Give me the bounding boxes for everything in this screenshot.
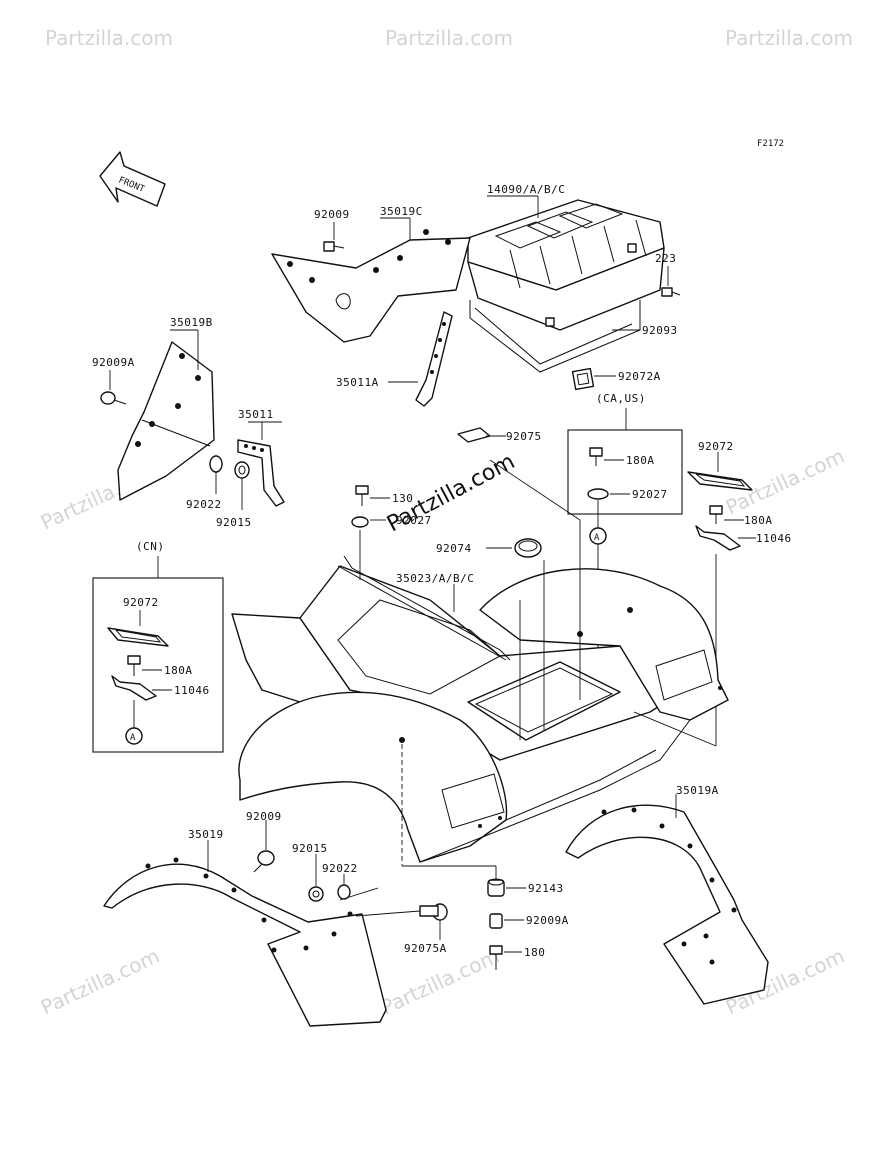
part-label-92022-bottom: 92022 [322, 862, 358, 875]
bolt-130 [355, 485, 369, 506]
part-label-92027-mid: 92027 [396, 514, 432, 527]
rear-fender [231, 555, 729, 863]
part-label-35023: 35023/A/B/C [396, 572, 474, 585]
front-arrow: FRONT [99, 151, 166, 207]
part-label-14090: 14090/A/B/C [487, 183, 565, 196]
bolt-92009A-left [100, 391, 127, 405]
part-label-35011: 35011 [238, 408, 274, 421]
part-label-180A-caus: 180A [626, 454, 655, 467]
bolt-92009A-bottom [355, 903, 448, 921]
part-label-92074: 92074 [436, 542, 472, 555]
part-label-223: 223 [655, 252, 676, 265]
washer-92022-left [209, 455, 223, 473]
part-label-92072-right: 92072 [698, 440, 734, 453]
part-label-11046-cn: 11046 [174, 684, 210, 697]
collar-92143 [489, 913, 503, 929]
clip-11046-cn [111, 675, 157, 701]
cap-92074 [514, 538, 542, 558]
pad-92075 [457, 427, 491, 443]
watermark: Partzilla.com [725, 26, 853, 50]
part-label-92143: 92009A [526, 914, 569, 927]
part-label-11046-right: 11046 [756, 532, 792, 545]
part-label-92009A-bottom: 92075A [404, 942, 447, 955]
bolt-92009-bottom [253, 850, 275, 873]
bracket-35019B [117, 341, 215, 501]
rear-box [467, 199, 665, 373]
part-label-92009A-left: 92009A [92, 356, 135, 369]
pad-92072-right [687, 471, 753, 491]
cn-variant-box [92, 577, 224, 753]
bolt-92009-top [323, 241, 345, 252]
pad-92072-cn [107, 627, 169, 647]
part-label-35019: 35019 [188, 828, 224, 841]
ca-us-variant-box [567, 429, 683, 515]
ref-marker-a-caus-label: A [594, 533, 600, 543]
part-label-92075: 92075 [506, 430, 542, 443]
part-label-35019B: 35019B [170, 316, 213, 329]
watermark: Partzilla.com [37, 944, 163, 1020]
part-label-92072-cn: 92072 [123, 596, 159, 609]
part-label-92009-top: 92009 [314, 208, 350, 221]
part-label-35019C: 35019C [380, 205, 423, 218]
bolt-180A-cn [127, 655, 141, 676]
region-label-cn: (CN) [136, 540, 165, 553]
part-label-92009-bottom: 92009 [246, 810, 282, 823]
bolt-180 [489, 945, 503, 970]
ref-marker-a-cn [125, 727, 143, 745]
region-label-ca-us: (CA,US) [596, 392, 646, 405]
part-label-35019A: 35019A [676, 784, 719, 797]
bolt-180A-caus [589, 447, 603, 466]
nut-92015-left [234, 461, 250, 479]
watermark: Partzilla.com [377, 944, 503, 1020]
ref-marker-a-cn-label: A [130, 733, 136, 743]
part-label-92075A: 92143 [528, 882, 564, 895]
strap-35011A [415, 311, 453, 407]
nut-92015-bottom [308, 886, 324, 902]
pad-92072A [571, 367, 595, 391]
part-label-92093: 92093 [642, 324, 678, 337]
part-label-92015-left: 92015 [216, 516, 252, 529]
part-label-180A-cn: 180A [164, 664, 193, 677]
washer-92022-bottom [337, 884, 351, 900]
part-label-35011A: 35011A [336, 376, 379, 389]
mud-flap-35019 [103, 857, 387, 1027]
part-label-92022-left: 92022 [186, 498, 222, 511]
figure-code: F2172 [757, 139, 784, 149]
bracket-35019C [271, 229, 471, 343]
part-label-92072A: 92072A [618, 370, 661, 383]
clip-11046-right [695, 525, 741, 551]
washer-92027-caus [587, 488, 609, 500]
watermark: Partzilla.com [45, 26, 173, 50]
bolt-223 [661, 287, 681, 297]
watermark: Partzilla.com [385, 26, 513, 50]
part-label-130: 130 [392, 492, 413, 505]
part-label-180A-right: 180A [744, 514, 773, 527]
part-label-92027-caus: 92027 [632, 488, 668, 501]
collar-92075A [487, 878, 505, 897]
part-label-180: 180 [524, 946, 545, 959]
mud-flap-35019A [565, 804, 769, 1005]
washer-92027-mid [351, 516, 369, 528]
part-label-92015-bottom: 92015 [292, 842, 328, 855]
strap-35011 [237, 439, 285, 507]
bolt-180A-right [709, 505, 723, 524]
